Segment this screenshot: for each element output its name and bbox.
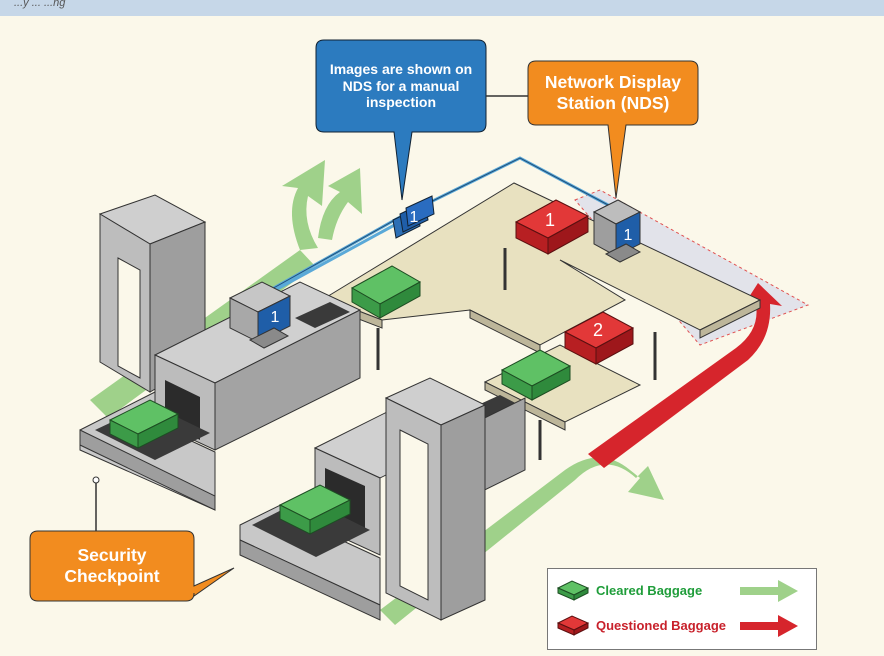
right-monitor-label: 1 bbox=[624, 227, 633, 244]
legend-cleared-row: Cleared Baggage bbox=[556, 579, 702, 601]
header-band: ...y ... ...ng bbox=[0, 0, 884, 16]
cleared-bag-icon bbox=[556, 580, 590, 601]
transfer-image-label: 1 bbox=[410, 209, 419, 226]
green-bag-scanner-2 bbox=[278, 484, 352, 535]
lower-metal-detector bbox=[384, 377, 487, 621]
green-bag-table-1 bbox=[350, 265, 422, 319]
red-bag-1-label: 1 bbox=[545, 210, 555, 230]
nds-callout: Network Display Station (NDS) bbox=[544, 72, 682, 113]
questioned-arrow-icon bbox=[740, 615, 798, 637]
transfer-image-icon bbox=[392, 195, 435, 239]
scanner-monitor bbox=[228, 281, 292, 349]
questioned-bag-icon bbox=[556, 615, 590, 636]
security-checkpoint-callout: Security Checkpoint bbox=[64, 545, 160, 586]
nds-monitor bbox=[592, 199, 642, 263]
questioned-flow-arrow bbox=[588, 283, 782, 468]
callout-shapes bbox=[29, 39, 699, 602]
cleared-arrow-icon bbox=[740, 580, 798, 602]
green-bag-table-2 bbox=[500, 349, 572, 401]
red-bag-2-label: 2 bbox=[593, 320, 603, 340]
legend-questioned-label: Questioned Baggage bbox=[596, 617, 727, 633]
legend-cleared-label: Cleared Baggage bbox=[596, 582, 703, 598]
legend: Cleared Baggage Questioned Baggage bbox=[547, 568, 817, 650]
header-caption: ...y ... ...ng bbox=[14, 0, 66, 9]
manual-inspection-callout: Images are shown on NDS for a manual ins… bbox=[329, 61, 473, 111]
legend-questioned-row: Questioned Baggage bbox=[556, 614, 726, 636]
left-monitor-label: 1 bbox=[271, 309, 280, 326]
green-bag-scanner-1 bbox=[108, 399, 180, 449]
red-bag-1 bbox=[514, 199, 590, 255]
red-bag-2 bbox=[563, 311, 635, 365]
